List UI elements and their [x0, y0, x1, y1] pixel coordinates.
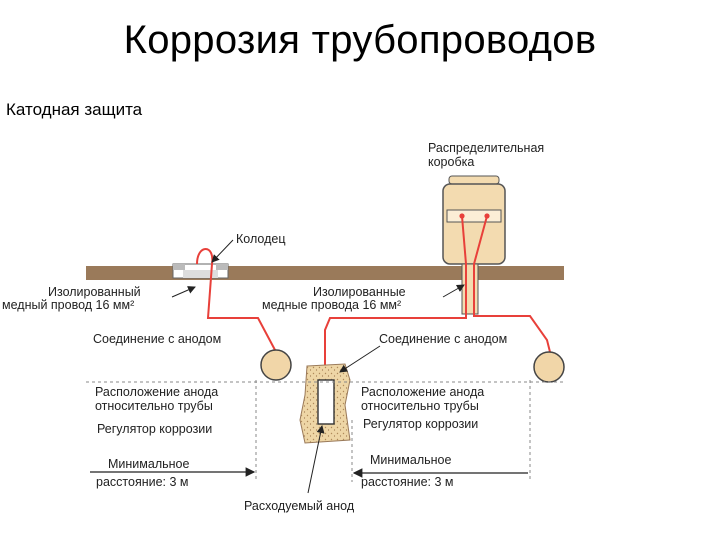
- diagram-labels: Распределительная коробка Колодец Изолир…: [2, 141, 544, 513]
- label-anode-connection-left: Соединение с анодом: [93, 332, 221, 346]
- label-anode-connection-right: Соединение с анодом: [379, 332, 507, 346]
- well-shape: [172, 263, 229, 279]
- label-insulated-wires-right-1: Изолированные: [313, 285, 406, 299]
- label-junction-box-2: коробка: [428, 155, 474, 169]
- label-junction-box-1: Распределительная: [428, 141, 544, 155]
- ground-surface: [86, 266, 564, 280]
- sacrificial-anode-shape: [299, 363, 351, 444]
- pipe-left: [260, 349, 292, 381]
- pipe-right: [533, 351, 565, 383]
- leader-lines: [171, 239, 465, 494]
- label-insulated-wire-left-2: медный провод 16 мм²: [2, 298, 134, 312]
- label-min-distance-left-2: расстояние: 3 м: [96, 475, 189, 489]
- distance-arrows: [90, 467, 528, 478]
- label-min-distance-left-1: Минимальное: [108, 457, 189, 471]
- label-anode-position-right-2: относительно трубы: [361, 399, 479, 413]
- label-corrosion-regulator-right: Регулятор коррозии: [363, 417, 478, 431]
- label-min-distance-right-2: расстояние: 3 м: [361, 475, 454, 489]
- page-subtitle: Катодная защита: [6, 100, 143, 119]
- label-min-distance-right-1: Минимальное: [370, 453, 451, 467]
- label-insulated-wire-left-1: Изолированный: [48, 285, 141, 299]
- wires: [196, 215, 551, 368]
- label-well: Колодец: [236, 232, 285, 246]
- label-anode-position-left-2: относительно трубы: [95, 399, 213, 413]
- label-corrosion-regulator-left: Регулятор коррозии: [97, 422, 212, 436]
- label-anode-position-right-1: Расположение анода: [361, 385, 484, 399]
- label-sacrificial-anode: Расходуемый анод: [244, 499, 355, 513]
- label-anode-position-left-1: Расположение анода: [95, 385, 218, 399]
- label-insulated-wires-right-2: медные провода 16 мм²: [262, 298, 401, 312]
- page-title: Коррозия трубопроводов: [123, 18, 597, 62]
- reference-lines: [86, 380, 565, 482]
